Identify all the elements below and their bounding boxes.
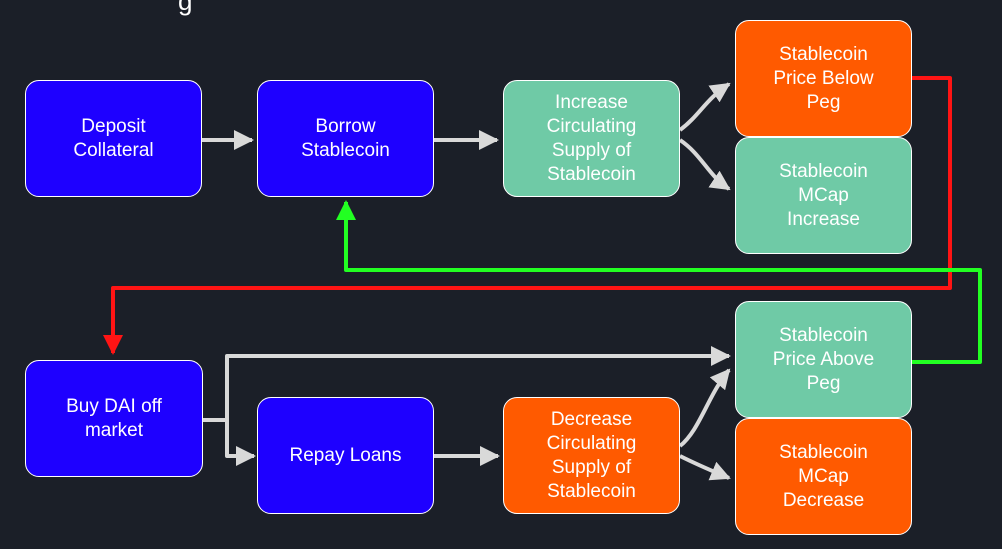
node-label: Stablecoin Price Above Peg xyxy=(772,324,875,394)
node-decrease-supply: Decrease Circulating Supply of Stablecoi… xyxy=(503,397,680,514)
node-label: Borrow Stablecoin xyxy=(301,115,390,161)
arrow-below-to-buy-dai xyxy=(103,76,952,355)
node-borrow-stablecoin: Borrow Stablecoin xyxy=(257,80,434,197)
node-price-above-peg: Stablecoin Price Above Peg xyxy=(735,301,912,418)
node-label: Repay Loans xyxy=(289,444,402,466)
arrow-increase-to-below xyxy=(678,82,731,132)
arrow-decrease-to-above xyxy=(678,368,731,448)
node-label: Stablecoin MCap Decrease xyxy=(779,441,868,511)
node-label: Deposit Collateral xyxy=(73,115,154,161)
node-label: Stablecoin Price Below Peg xyxy=(773,43,874,113)
node-label: Decrease Circulating Supply of Stablecoi… xyxy=(546,408,637,502)
node-price-below-peg: Stablecoin Price Below Peg xyxy=(735,20,912,137)
partial-title: g xyxy=(178,0,193,16)
arrow-buy-dai-to-repay xyxy=(203,418,256,466)
node-deposit-collateral: Deposit Collateral xyxy=(25,80,202,197)
node-mcap-decrease: Stablecoin MCap Decrease xyxy=(735,418,912,535)
node-buy-dai-off-market: Buy DAI off market xyxy=(25,360,203,477)
arrow-decrease-to-mcap-decrease xyxy=(679,454,731,481)
node-label: Buy DAI off market xyxy=(66,395,162,441)
arrow-above-to-borrow xyxy=(336,200,982,364)
arrow-increase-to-mcap-increase xyxy=(678,138,731,191)
node-mcap-increase: Stablecoin MCap Increase xyxy=(735,137,912,254)
node-label: Increase Circulating Supply of Stablecoi… xyxy=(546,91,637,185)
node-label: Stablecoin MCap Increase xyxy=(779,160,868,230)
node-repay-loans: Repay Loans xyxy=(257,397,434,514)
node-increase-supply: Increase Circulating Supply of Stablecoi… xyxy=(503,80,680,197)
